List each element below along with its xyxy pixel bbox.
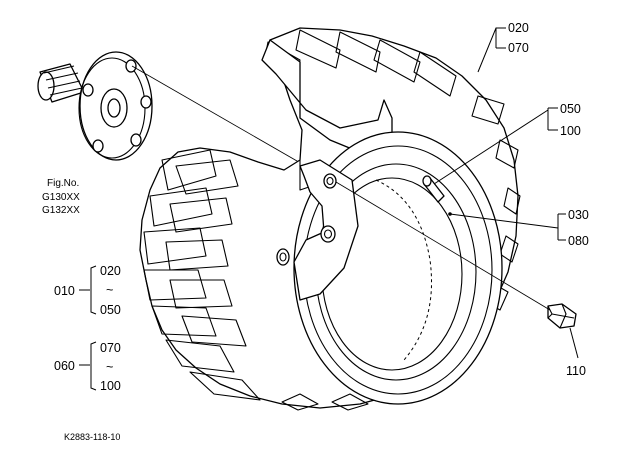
drawing-code: K2883-118-10 <box>64 432 120 442</box>
callout-070: 070 <box>508 41 529 55</box>
group-010-top: 020 <box>100 264 121 278</box>
group-060-bottom: 100 <box>100 379 121 393</box>
callout-080: 080 <box>568 234 589 248</box>
group-060-top: 070 <box>100 341 121 355</box>
callout-020: 020 <box>508 21 529 35</box>
fig-no-label: Fig.No. <box>47 178 79 189</box>
callout-100: 100 <box>560 124 581 138</box>
fig-ref-g130: G130XX <box>42 192 80 203</box>
callout-030: 030 <box>568 208 589 222</box>
group-060-tilde: ~ <box>106 360 113 374</box>
callout-leaders <box>433 27 579 359</box>
bolt-assembly-line <box>335 181 551 311</box>
callout-110: 110 <box>566 364 586 378</box>
callout-050: 050 <box>560 102 581 116</box>
fig-ref-g132: G132XX <box>42 205 80 216</box>
group-010-tilde: ~ <box>106 283 113 297</box>
valve-stem-part <box>422 175 445 203</box>
figure-reference: Fig.No. G130XX G132XX <box>42 178 80 216</box>
group-010-bottom: 050 <box>100 303 121 317</box>
group-brackets <box>79 265 97 391</box>
rim-part <box>276 131 503 405</box>
group-010-label: 010 <box>54 284 75 298</box>
hub-flange-part <box>37 51 153 161</box>
assembly-leader-line <box>131 65 331 181</box>
lug-bolt-part <box>547 303 577 329</box>
group-060-label: 060 <box>54 359 75 373</box>
